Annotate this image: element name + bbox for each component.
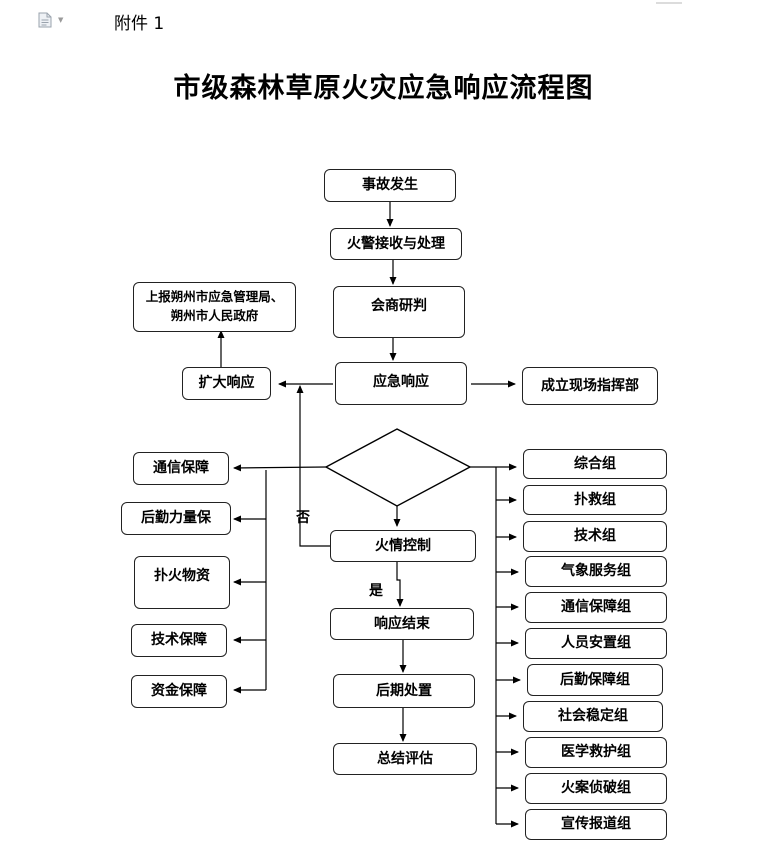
- node-report: 上报朔州市应急管理局、朔州市人民政府: [133, 282, 296, 332]
- group-item: 技术组: [523, 521, 667, 552]
- arrow-fire-control-no: [296, 385, 330, 547]
- node-end: 响应结束: [330, 608, 474, 640]
- node-alarm: 火警接收与处理: [330, 228, 462, 260]
- node-fire-control: 火情控制: [330, 530, 476, 562]
- group-item: 通信保障组: [525, 592, 667, 623]
- chevron-down-icon[interactable]: ▼: [58, 16, 64, 24]
- node-command: 成立现场指挥部: [522, 367, 658, 405]
- edge-label-no: 否: [296, 510, 310, 526]
- group-item: 医学救护组: [525, 737, 667, 768]
- edge-label-yes: 是: [369, 583, 383, 599]
- group-item: 火案侦破组: [525, 773, 667, 804]
- group-item: 后勤保障组: [527, 664, 663, 696]
- document-header: ▼ 附件 1: [0, 0, 767, 40]
- arrow-decision-support: [233, 464, 327, 472]
- node-aftermath: 后期处置: [333, 674, 475, 708]
- decision-diamond: [324, 428, 472, 507]
- page-corner-mark: [656, 2, 682, 4]
- node-respond: 应急响应: [335, 362, 467, 405]
- document-icon[interactable]: [38, 12, 52, 28]
- arrow-fire-control-yes: [396, 562, 404, 607]
- node-evaluation: 总结评估: [333, 743, 477, 775]
- node-consult: 会商研判: [333, 286, 465, 338]
- support-item: 资金保障: [131, 675, 227, 708]
- group-item: 人员安置组: [525, 628, 667, 659]
- group-item: 宣传报道组: [525, 809, 667, 840]
- support-item: 后勤力量保: [121, 502, 231, 535]
- support-item: 扑火物资: [134, 556, 230, 609]
- page-title: 市级森林草原火灾应急响应流程图: [173, 73, 594, 104]
- group-item: 社会稳定组: [523, 701, 663, 732]
- node-incident: 事故发生: [324, 169, 456, 202]
- support-item: 通信保障: [133, 452, 229, 485]
- group-item: 扑救组: [523, 485, 667, 515]
- node-expand: 扩大响应: [182, 367, 271, 400]
- attachment-label: 附件 1: [114, 14, 165, 34]
- support-item: 技术保障: [131, 624, 227, 657]
- group-item: 综合组: [523, 449, 667, 479]
- group-item: 气象服务组: [525, 556, 667, 587]
